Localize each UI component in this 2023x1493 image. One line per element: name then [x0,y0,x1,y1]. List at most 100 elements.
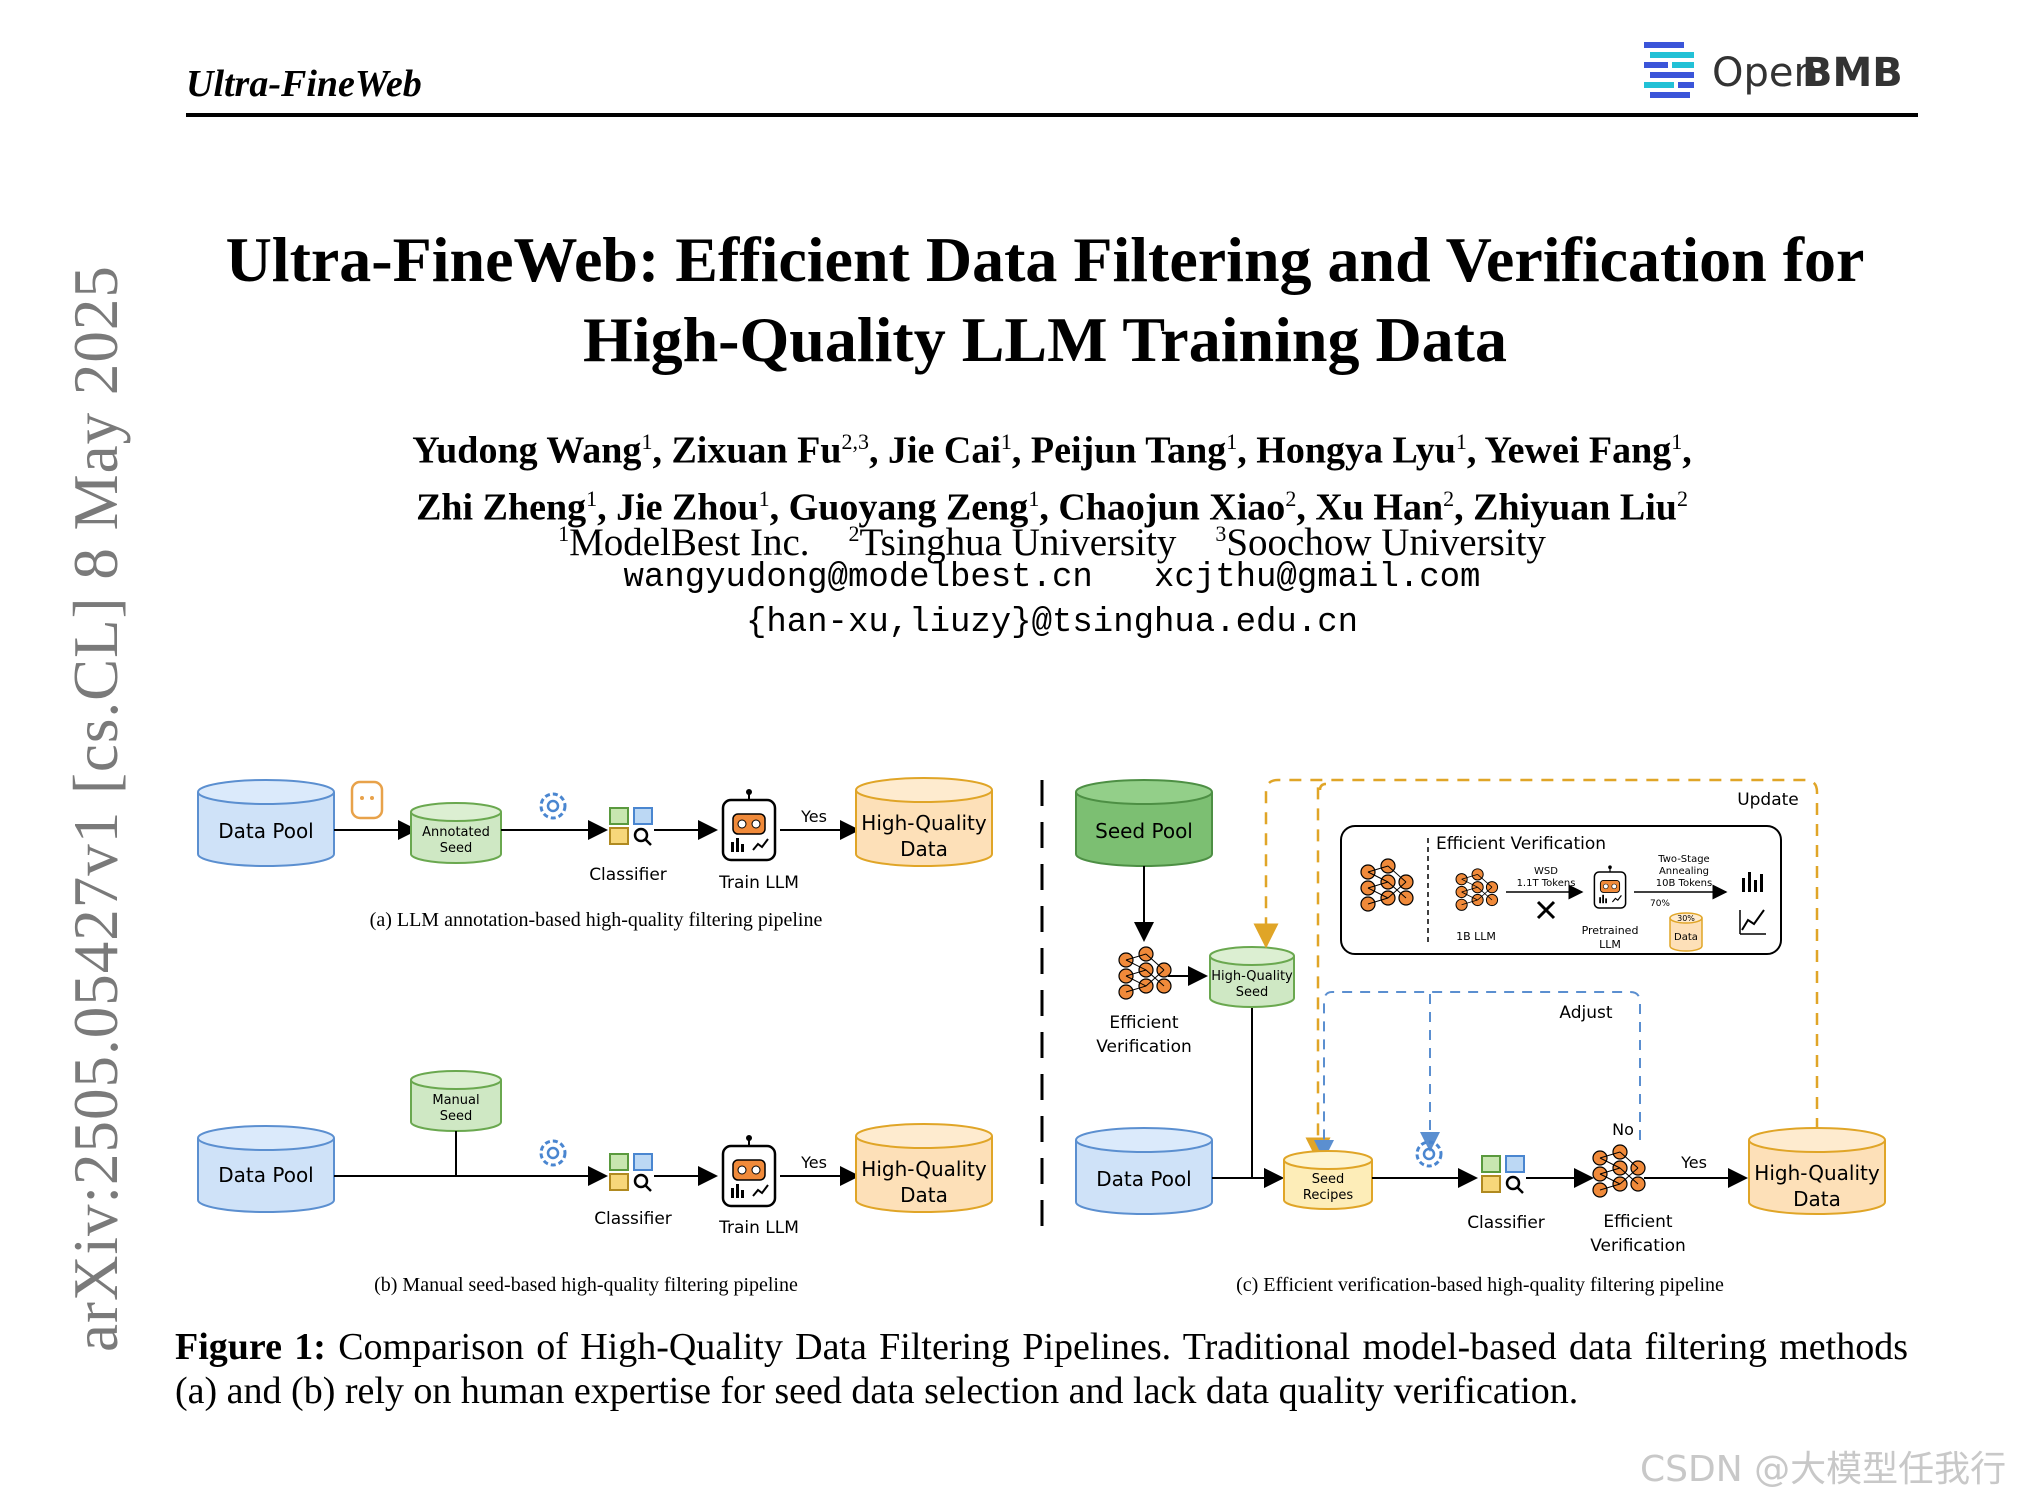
panel-b: Data Pool Manual Seed Classifier Train L… [197,1070,993,1296]
author-affiliation-mark: 1 [758,485,770,511]
svg-text:High-Quality: High-Quality [861,811,987,835]
author-affiliation-mark: 1 [586,485,598,511]
svg-text:Efficient Verification: Efficient Verification [1436,834,1606,854]
svg-text:Data: Data [900,837,948,861]
svg-text:Data Pool: Data Pool [218,1163,314,1187]
csdn-watermark: CSDN @大模型任我行 [1640,1449,2007,1490]
b-data-pool: Data Pool [197,1125,335,1213]
author-affiliation-mark: 1 [1028,485,1040,511]
author-affiliation-mark: 1 [1455,429,1467,454]
authors-line-2: Zhi Zheng1, Jie Zhou1, Guoyang Zeng1, Ch… [416,485,1688,529]
svg-text:30%: 30% [1677,914,1695,923]
svg-text:Yes: Yes [1680,1153,1707,1172]
author-name: Zixuan Fu [671,429,842,472]
author-list: Yudong Wang1, Zixuan Fu2,3, Jie Cai1, Pe… [186,418,1918,531]
figure-1: Data Pool Annotated Seed Classifier Trai… [186,770,1906,1300]
svg-text:Recipes: Recipes [1303,1188,1353,1203]
svg-text:Seed Pool: Seed Pool [1095,819,1193,843]
svg-text:Update: Update [1737,790,1799,810]
header-rule [186,113,1918,117]
affiliation-name: Tsinghua University [859,521,1177,564]
author-affiliation-mark: 1 [641,429,653,454]
affiliation-name: Soochow University [1226,521,1546,564]
author-name: Chaojun Xiao [1058,486,1286,529]
svg-text:Annotated: Annotated [422,825,490,840]
author-name: Yewei Fang [1484,429,1672,472]
author-affiliation-mark: 2 [1285,485,1297,511]
llama-icon [350,780,384,820]
svg-text:LLM: LLM [1599,938,1621,951]
arxiv-sidebar-id: arXiv:2505.05427v1 [cs.CL] 8 May 2025 [61,265,131,1352]
c-data-small: 30% Data [1669,912,1703,952]
classifier-icon [608,1152,654,1193]
author-affiliation-mark: 2,3 [841,429,869,454]
robot-icon [721,787,777,862]
line-chart-icon [1741,909,1765,931]
title-line-1: Ultra-FineWeb: Efficient Data Filtering … [225,224,1865,295]
svg-text:Train LLM: Train LLM [718,1218,799,1238]
panel-c: Seed Pool Efficient Verification High-Qu… [1075,778,1886,1296]
title-line-2: High-Quality LLM Training Data [583,304,1507,375]
svg-text:Efficient: Efficient [1603,1212,1672,1232]
svg-text:Pretrained: Pretrained [1582,924,1639,937]
openbmb-logo-icon [1644,42,1694,98]
emails: wangyudong@modelbest.cn xcjthu@gmail.com… [186,556,1918,646]
author-name: Zhi Zheng [416,486,587,529]
svg-text:(b) Manual seed-based high-qua: (b) Manual seed-based high-quality filte… [374,1274,798,1296]
author-name: Jie Zhou [616,486,759,529]
svg-text:BMB: BMB [1802,50,1903,96]
author-affiliation-mark: 1 [1671,429,1683,454]
robot-icon [721,1133,777,1208]
svg-text:Data: Data [1793,1187,1841,1211]
svg-text:(c) Efficient verification-bas: (c) Efficient verification-based high-qu… [1236,1274,1724,1296]
svg-text:10B Tokens: 10B Tokens [1656,878,1712,889]
cross-icon [1536,900,1556,920]
author-name: Yudong Wang [412,429,642,472]
authors-line-1: Yudong Wang1, Zixuan Fu2,3, Jie Cai1, Pe… [412,429,1692,472]
b-manual-seed: Manual Seed [410,1070,502,1132]
svg-text:Two-Stage: Two-Stage [1657,854,1709,865]
affiliation-name: ModelBest Inc. [569,521,810,564]
panel-a: Data Pool Annotated Seed Classifier Trai… [197,777,993,931]
email-line-2: {han-xu,liuzy}@tsinghua.edu.cn [745,604,1359,642]
classifier-icon [608,806,654,847]
affiliation-number: 1 [558,521,570,546]
svg-text:High-Quality: High-Quality [861,1157,987,1181]
svg-text:WSD: WSD [1534,866,1558,877]
author-name: Xu Han [1315,486,1444,529]
svg-text:Open: Open [1712,50,1819,96]
neural-network-icon [1592,1144,1646,1198]
svg-text:No: No [1612,1120,1634,1139]
svg-text:1B LLM: 1B LLM [1456,930,1496,943]
running-title: Ultra-FineWeb [186,63,422,105]
svg-text:Yes: Yes [800,807,827,826]
author-affiliation-mark: 1 [1226,429,1238,454]
svg-text:Seed: Seed [440,1109,473,1124]
svg-text:Classifier: Classifier [1467,1213,1545,1233]
c-hq-data: High-Quality Data [1748,1127,1886,1215]
caption-label: Figure 1: [175,1326,326,1368]
author-name: Zhiyuan Liu [1473,486,1677,529]
author-name: Guoyang Zeng [788,486,1029,529]
email-line-1: wangyudong@modelbest.cn xcjthu@gmail.com [623,559,1481,597]
b-hq-data: High-Quality Data [855,1123,993,1213]
svg-text:Seed: Seed [1236,985,1269,1000]
svg-text:Data: Data [900,1183,948,1207]
caption-text: Comparison of High-Quality Data Filterin… [175,1326,1909,1412]
svg-text:Data Pool: Data Pool [1096,1167,1192,1191]
svg-text:Verification: Verification [1590,1236,1686,1256]
author-affiliation-mark: 1 [1000,429,1012,454]
author-name: Peijun Tang [1030,429,1227,472]
svg-text:Data: Data [1674,932,1698,943]
bar-chart-icon [1742,872,1763,892]
svg-text:High-Quality: High-Quality [1211,969,1293,984]
author-affiliation-mark: 2 [1676,485,1688,511]
svg-text:Classifier: Classifier [594,1209,672,1229]
svg-text:Seed: Seed [1312,1172,1345,1187]
affiliations: 1ModelBest Inc. 2Tsinghua University 3So… [186,510,1918,566]
a-hq-data: High-Quality Data [855,777,993,867]
svg-text:Verification: Verification [1096,1037,1192,1057]
svg-text:(a) LLM annotation-based high-: (a) LLM annotation-based high-quality fi… [370,909,823,931]
svg-text:Seed: Seed [440,841,473,856]
svg-text:Manual: Manual [432,1093,479,1108]
